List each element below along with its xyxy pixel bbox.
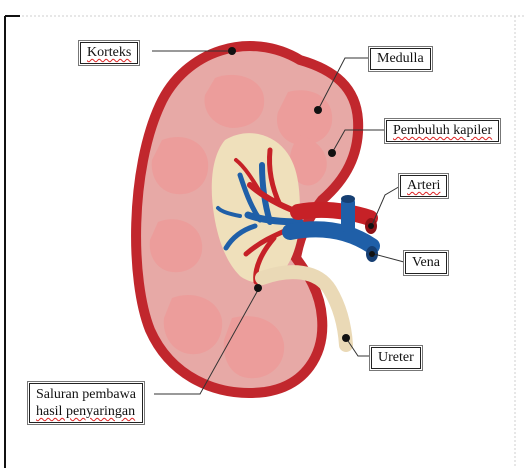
pointer-vena (374, 254, 404, 262)
label-medulla: Medulla (370, 48, 431, 70)
label-korteks: Korteks (80, 42, 138, 64)
label-ureter-text: Ureter (378, 350, 414, 365)
label-arteri-text: Arteri (407, 178, 440, 193)
vein-stub (341, 198, 355, 232)
label-vena-text: Vena (412, 255, 440, 270)
vein-stub-top (341, 195, 355, 203)
renal-artery (298, 210, 370, 218)
label-pembuluh-kapiler: Pembuluh kapiler (386, 120, 499, 142)
label-saluran-line1: Saluran pembawa (36, 387, 136, 402)
label-ureter: Ureter (371, 347, 421, 369)
label-saluran-line2: hasil penyaringan (36, 404, 135, 419)
label-saluran: Saluran pembawa hasil penyaringan (29, 383, 143, 423)
label-medulla-text: Medulla (377, 51, 424, 66)
label-vena: Vena (405, 252, 447, 274)
label-pembuluh-kapiler-text: Pembuluh kapiler (393, 123, 492, 138)
label-arteri: Arteri (400, 175, 447, 197)
label-korteks-text: Korteks (87, 45, 131, 60)
